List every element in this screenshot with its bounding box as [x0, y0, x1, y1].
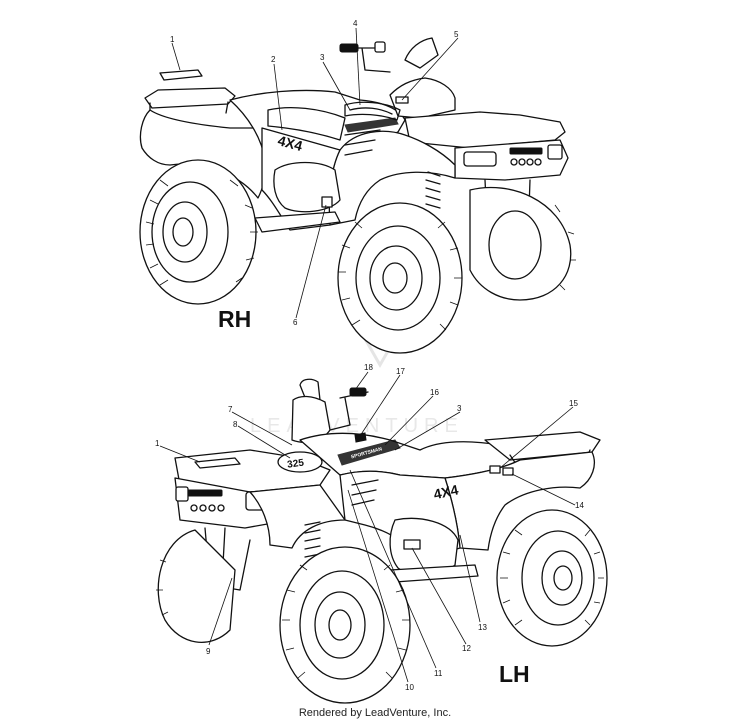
decal-4x4-rh: 4X4 — [276, 132, 304, 154]
atv-right-hand-view: POLARIS 4X4 — [139, 37, 576, 354]
callout-lh-12: 12 — [462, 644, 471, 653]
lh-front-wheel — [279, 546, 411, 704]
callout-lh-7: 7 — [228, 405, 233, 414]
decal-325: 325 — [287, 457, 305, 470]
rh-rear-wheel — [139, 159, 258, 305]
callout-lh-18: 18 — [364, 363, 373, 372]
callout-lh-15: 15 — [569, 399, 578, 408]
callout-rh-1: 1 — [170, 35, 175, 44]
callout-lh-17: 17 — [396, 367, 405, 376]
callout-rh-5: 5 — [454, 30, 459, 39]
rh-callouts: 1 2 3 4 5 6 RH — [170, 19, 459, 332]
rh-far-front-wheel — [469, 186, 576, 301]
callout-lh-13: 13 — [478, 623, 487, 632]
callout-lh-11: 11 — [434, 669, 443, 678]
callout-lh-16: 16 — [430, 388, 439, 397]
callout-rh-6: 6 — [293, 318, 298, 327]
callout-lh-10: 10 — [405, 683, 414, 692]
callout-lh-14: 14 — [575, 501, 584, 510]
side-label-lh: LH — [499, 661, 530, 687]
callout-rh-4: 4 — [353, 19, 358, 28]
side-label-rh: RH — [218, 306, 251, 332]
callout-lh-3: 3 — [457, 404, 462, 413]
callout-lh-9: 9 — [206, 647, 211, 656]
lh-callouts: 1 7 8 18 17 16 3 15 14 13 12 11 10 9 LH — [155, 363, 584, 692]
footer-credit: Rendered by LeadVenture, Inc. — [298, 707, 452, 719]
callout-lh-1: 1 — [155, 439, 160, 448]
callout-rh-2: 2 — [271, 55, 276, 64]
lh-far-front-wheel — [156, 529, 236, 643]
svg-text:POLARIS: POLARIS — [513, 149, 536, 155]
rh-front-wheel — [337, 202, 463, 354]
atv-left-hand-view: POLARIS 325 SPORTSMAN 4X4 — [156, 378, 608, 704]
decal-4x4-lh: 4X4 — [432, 481, 460, 502]
svg-text:POLARIS: POLARIS — [191, 491, 214, 497]
lh-rear-wheel — [496, 509, 608, 647]
callout-rh-3: 3 — [320, 53, 325, 62]
callout-lh-8: 8 — [233, 420, 238, 429]
